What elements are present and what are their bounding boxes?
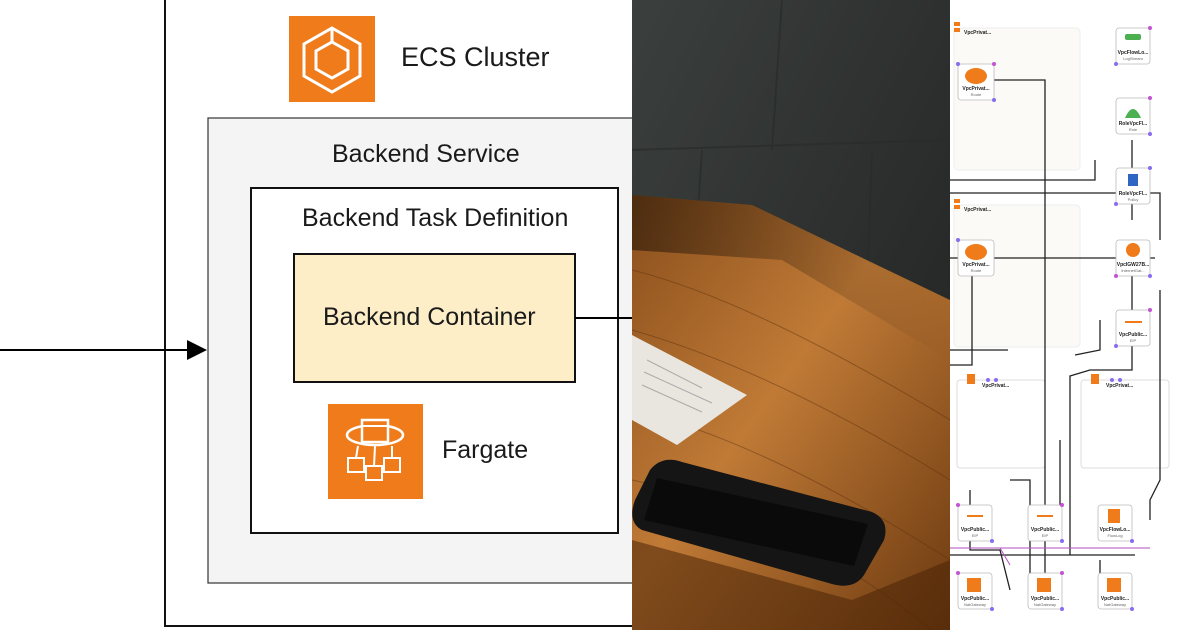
group-title: VpcPrivat... <box>982 383 1010 389</box>
paper-note <box>632 335 747 445</box>
fargate-icon <box>328 404 423 499</box>
group-box <box>1080 379 1170 469</box>
group-box <box>953 27 1081 171</box>
node-title: VpcPublic... <box>1118 332 1148 338</box>
node-title: VpcIGW27B... <box>1116 262 1150 268</box>
node-subtitle: Route <box>970 92 982 97</box>
node-title: RoleVpcFl... <box>1118 121 1148 127</box>
node-title: VpcPublic... <box>960 596 990 602</box>
ecs-icon <box>289 16 375 102</box>
flow-log-icon <box>1108 509 1120 523</box>
backend-container-label: Backend Container <box>323 303 536 331</box>
node-subtitle: EIP <box>1041 533 1049 538</box>
internet-gateway-icon <box>1126 243 1140 257</box>
node-subtitle: Route <box>970 268 982 273</box>
node-title: VpcPublic... <box>1030 596 1060 602</box>
backend-container-box <box>293 253 576 383</box>
node-title: VpcFlowLo... <box>1099 527 1131 533</box>
node-subtitle: Role <box>1128 127 1138 132</box>
port-dots <box>956 62 1152 611</box>
nat-gateway-icon <box>967 578 1121 592</box>
eip-icon <box>967 321 1142 517</box>
node-subtitle: LogStream <box>1123 56 1143 61</box>
node-subtitle: Policy <box>1127 197 1139 202</box>
node-title: VpcPrivat... <box>962 262 990 268</box>
graph-edges-purple <box>950 547 1150 566</box>
policy-icon <box>1128 174 1138 186</box>
node-subtitle: NatGateway <box>1103 602 1126 607</box>
ecs-cluster-title: ECS Cluster <box>401 42 550 72</box>
fargate-label: Fargate <box>442 436 529 464</box>
node-title: VpcPublic... <box>1100 596 1130 602</box>
smartphone <box>632 459 886 586</box>
task-definition-title: Backend Task Definition <box>302 204 569 232</box>
photo-canvas <box>632 0 950 630</box>
backend-service-title: Backend Service <box>332 140 520 168</box>
route-icon <box>965 68 987 260</box>
node-title: VpcFlowLo... <box>1117 50 1149 56</box>
node-title: VpcPublic... <box>1030 527 1060 533</box>
group-title: VpcPrivat... <box>964 207 992 213</box>
group-icon <box>954 22 1099 384</box>
ecs-diagram-canvas <box>0 0 632 627</box>
cdk-graph-canvas <box>950 22 1170 611</box>
role-icon <box>1125 109 1141 118</box>
desk-photo <box>632 0 950 630</box>
node-title: VpcPrivat... <box>962 86 990 92</box>
group-title: VpcPrivat... <box>964 30 992 36</box>
node-subtitle: NatGateway <box>1033 602 1056 607</box>
node-title: VpcPublic... <box>960 527 990 533</box>
ecs-architecture-diagram: ECS Cluster Backend Service Backend Task… <box>0 0 632 627</box>
log-stream-icon <box>1125 34 1141 40</box>
node-subtitle: InternetGat... <box>1121 268 1145 273</box>
group-title: VpcPrivat... <box>1106 383 1134 389</box>
node-title: RoleVpcFl... <box>1118 191 1148 197</box>
node-subtitle: NatGateway <box>963 602 986 607</box>
node-subtitle: EIP <box>1129 338 1137 343</box>
cdk-graph-diagram: VpcPrivat... VpcPrivat... VpcPrivat... V… <box>950 0 1200 630</box>
node-subtitle: EIP <box>971 533 979 538</box>
group-box <box>956 379 1046 469</box>
node-subtitle: FlowLog <box>1107 533 1123 538</box>
